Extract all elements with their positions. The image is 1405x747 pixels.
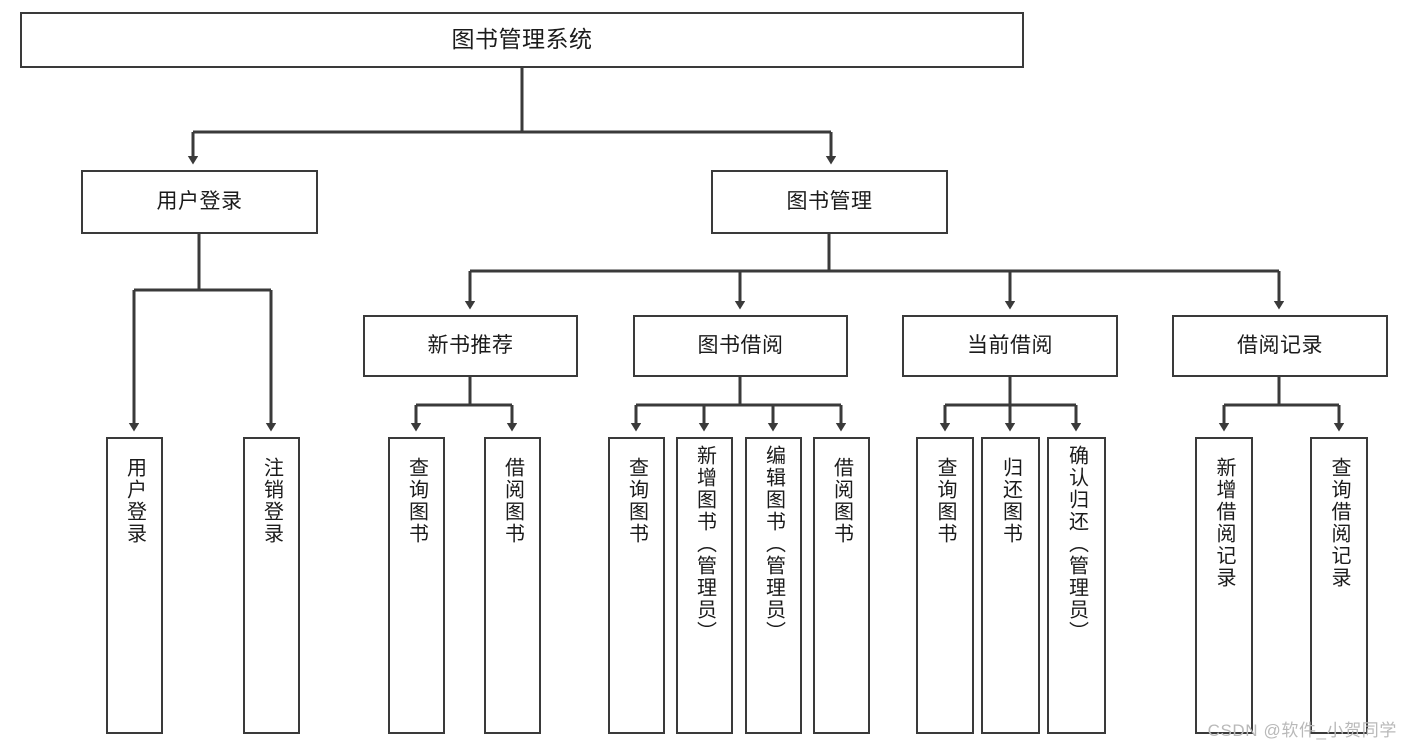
node-current-borrow[interactable]: 当前借阅 [902, 315, 1118, 377]
leaf-query-book-borrow[interactable]: 查询图书 [608, 437, 665, 734]
leaf-return-book[interactable]: 归还图书 [981, 437, 1040, 734]
node-label: 确认归还（管理员） [1065, 445, 1088, 643]
leaf-logout[interactable]: 注销登录 [243, 437, 300, 734]
node-label: 归还图书 [999, 457, 1022, 545]
node-book-management[interactable]: 图书管理 [711, 170, 948, 234]
node-label: 借阅记录 [1237, 334, 1323, 358]
node-label: 图书借阅 [697, 334, 784, 358]
node-label: 编辑图书（管理员） [762, 445, 785, 643]
node-label: 查询图书 [934, 457, 956, 545]
node-label: 新增借阅记录 [1213, 457, 1235, 589]
node-label: 用户登录 [123, 457, 146, 545]
leaf-add-book-admin[interactable]: 新增图书（管理员） [676, 437, 733, 734]
leaf-user-login[interactable]: 用户登录 [106, 437, 163, 734]
leaf-query-book-current[interactable]: 查询图书 [916, 437, 974, 734]
node-label: 查询图书 [405, 457, 428, 545]
leaf-add-borrow-record[interactable]: 新增借阅记录 [1195, 437, 1253, 734]
node-label: 图书管理系统 [451, 26, 593, 53]
node-root-system[interactable]: 图书管理系统 [20, 12, 1024, 68]
csdn-watermark: CSDN @软件_小贺同学 [1207, 721, 1397, 740]
leaf-query-book-recommend[interactable]: 查询图书 [388, 437, 445, 734]
leaf-edit-book-admin[interactable]: 编辑图书（管理员） [745, 437, 802, 734]
node-label: 查询借阅记录 [1328, 457, 1350, 589]
node-label: 当前借阅 [967, 334, 1053, 358]
leaf-confirm-return-admin[interactable]: 确认归还（管理员） [1047, 437, 1106, 734]
leaf-borrow-book-recommend[interactable]: 借阅图书 [484, 437, 541, 734]
node-borrow-record[interactable]: 借阅记录 [1172, 315, 1388, 377]
leaf-query-borrow-record[interactable]: 查询借阅记录 [1310, 437, 1368, 734]
leaf-borrow-book[interactable]: 借阅图书 [813, 437, 870, 734]
node-label: 借阅图书 [830, 457, 853, 545]
node-label: 新书推荐 [427, 334, 514, 358]
node-book-borrow[interactable]: 图书借阅 [633, 315, 848, 377]
node-label: 查询图书 [625, 457, 648, 545]
node-label: 用户登录 [156, 190, 243, 214]
node-label: 借阅图书 [501, 457, 524, 545]
node-label: 新增图书（管理员） [693, 445, 716, 643]
node-new-book-recommend[interactable]: 新书推荐 [363, 315, 578, 377]
node-label: 注销登录 [260, 457, 283, 545]
node-user-login[interactable]: 用户登录 [81, 170, 318, 234]
node-label: 图书管理 [786, 190, 873, 214]
